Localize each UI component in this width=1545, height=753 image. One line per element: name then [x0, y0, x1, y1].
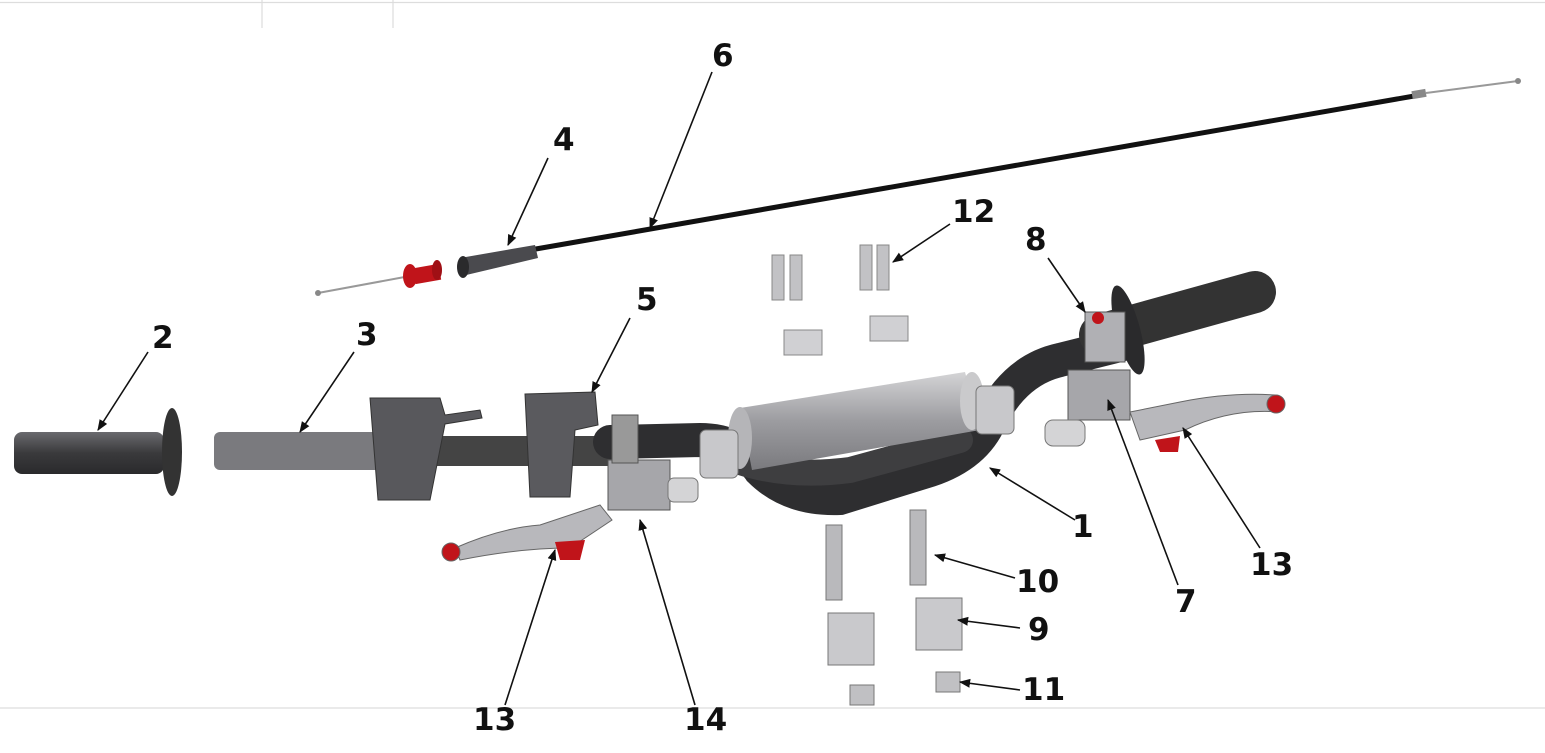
callout-2: 2: [152, 320, 174, 356]
callout-13-right: 13: [1250, 547, 1293, 583]
callout-12: 12: [952, 194, 995, 230]
frame-border: [0, 0, 1545, 709]
callout-11: 11: [1022, 672, 1065, 708]
callout-3: 3: [356, 317, 378, 353]
left-brake-assembly: [441, 414, 699, 562]
callout-9: 9: [1028, 612, 1050, 648]
callout-10: 10: [1016, 564, 1059, 600]
callout-6: 6: [712, 38, 734, 74]
callout-4: 4: [553, 122, 575, 158]
callout-leaders: [97, 71, 1261, 706]
left-grip: [14, 408, 182, 496]
callout-1: 1: [1072, 509, 1094, 545]
callout-14: 14: [684, 702, 727, 738]
throttle-cable: [315, 78, 1521, 296]
callout-5: 5: [636, 282, 658, 318]
callout-7: 7: [1175, 584, 1197, 620]
clamp-parts: [771, 244, 963, 706]
callout-8: 8: [1025, 222, 1047, 258]
callout-13-left: 13: [473, 702, 516, 738]
crossbar-pad: [699, 372, 1015, 479]
right-brake-assembly: [1044, 311, 1286, 452]
